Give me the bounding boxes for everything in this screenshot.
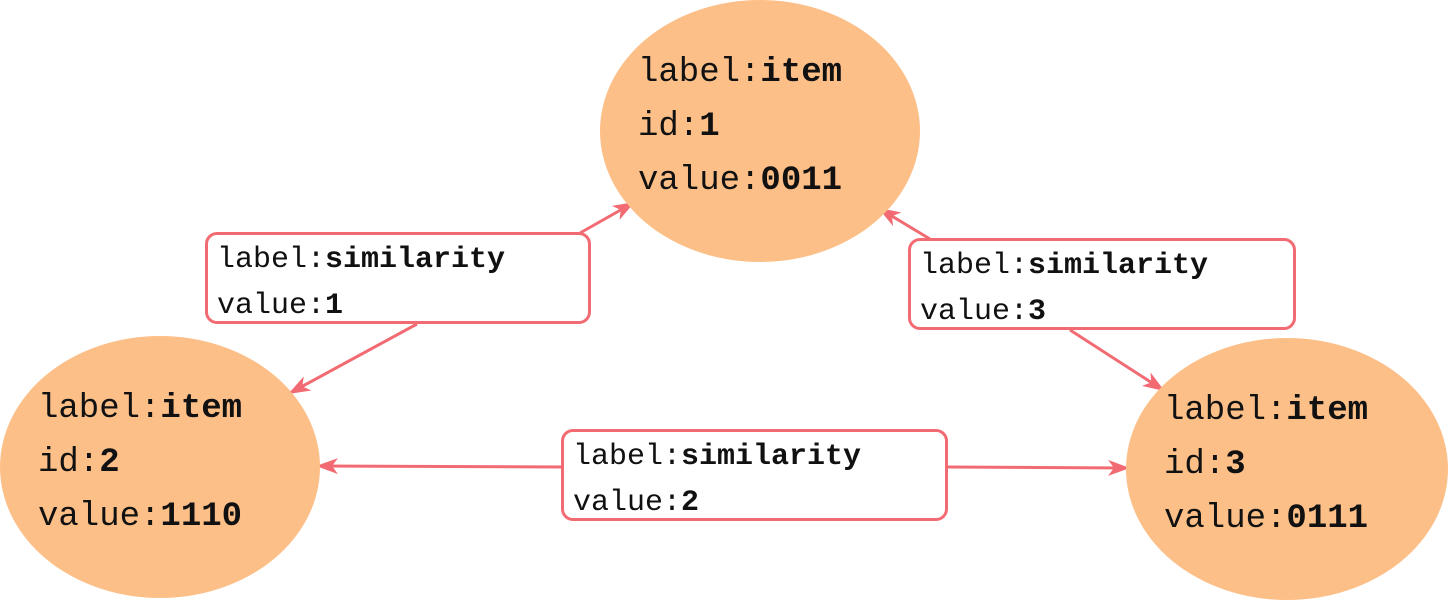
node-item-3[interactable]: label:item id:3 value:0111 (1126, 338, 1448, 600)
edge-2-value-line: value:2 (573, 486, 700, 520)
edge-line-1-3-upper (878, 207, 931, 241)
edge-3-value-line: value:3 (920, 295, 1047, 329)
edge-1-value-line: value:1 (217, 289, 344, 323)
node-3-label-line: label:item (1164, 392, 1369, 430)
node-1-label-line: label:item (638, 54, 843, 92)
node-1-value-line: value:0011 (638, 162, 843, 200)
edge-line-1-2-lower (288, 322, 418, 395)
edge-label-similarity-1[interactable]: label:similarity value:1 (205, 232, 591, 324)
edge-2-label-line: label:similarity (573, 440, 862, 474)
node-2-value-line: value:1110 (38, 498, 243, 536)
node-3-value-line: value:0111 (1164, 500, 1369, 538)
edge-label-similarity-3[interactable]: label:similarity value:3 (908, 238, 1296, 330)
node-2-label-line: label:item (38, 390, 243, 428)
edge-line-2-3-right (946, 459, 1130, 476)
edge-1-label-line: label:similarity (217, 243, 506, 277)
edge-line-1-3-lower (1069, 328, 1165, 392)
node-item-2[interactable]: label:item id:2 value:1110 (0, 336, 320, 598)
edge-line-1-2-upper (579, 201, 635, 235)
edge-label-similarity-2[interactable]: label:similarity value:2 (561, 429, 948, 521)
node-item-1[interactable]: label:item id:1 value:0011 (600, 0, 920, 262)
edge-3-label-line: label:similarity (920, 249, 1209, 283)
node-2-id-line: id:2 (38, 444, 120, 482)
node-1-id-line: id:1 (638, 108, 720, 146)
edge-line-2-3-left (316, 458, 564, 475)
node-3-id-line: id:3 (1164, 446, 1246, 484)
